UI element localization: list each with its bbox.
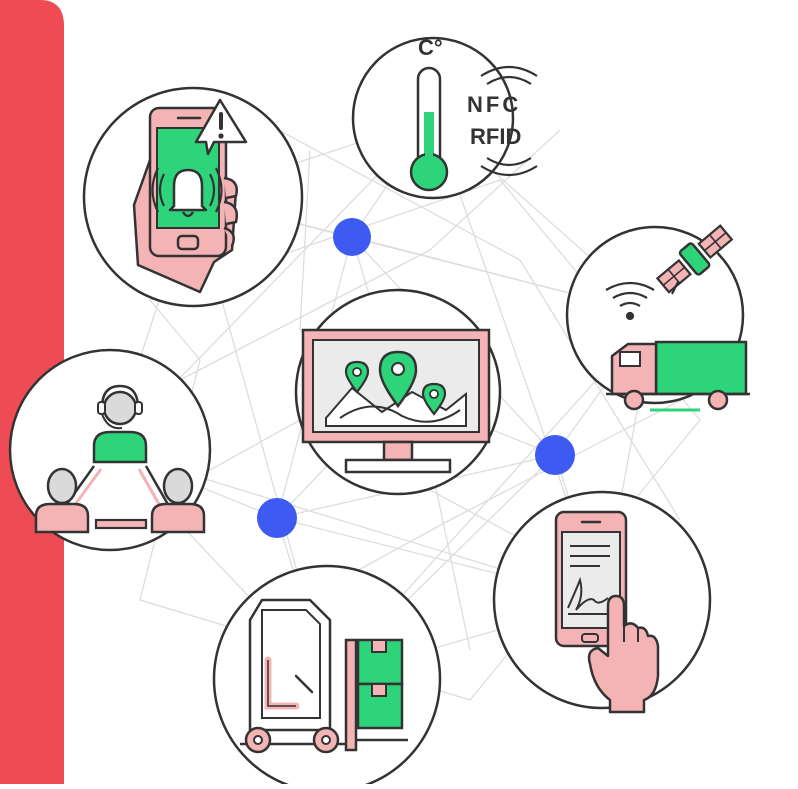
map-pin-icon (421, 382, 447, 416)
forklift-icon (212, 564, 442, 789)
monitor-map-icon (294, 288, 502, 496)
thermometer-nfc-rfid-group: C° NFC RFID (351, 35, 538, 200)
network-node-icon (333, 218, 371, 256)
team-network-icon (8, 348, 212, 552)
sensor-unit-label: C° (418, 35, 443, 60)
map-pin-icon (344, 360, 370, 394)
thermometer-icon (409, 66, 449, 192)
smartphone-alert-icon (82, 86, 304, 308)
network-node-icon (257, 498, 297, 538)
network-nodes (257, 218, 575, 538)
rfid-label: RFID (470, 124, 521, 149)
nfc-rfid-icon: NFC RFID (467, 65, 538, 177)
map-pin-icon (378, 350, 418, 409)
truck-icon (606, 340, 750, 412)
network-node-icon (535, 435, 575, 475)
satellite-icon (655, 224, 734, 294)
satellite-truck-icon (565, 224, 750, 412)
wifi-signal-icon (605, 281, 655, 321)
nfc-label: NFC (467, 92, 521, 117)
e-signature-icon (492, 490, 712, 714)
